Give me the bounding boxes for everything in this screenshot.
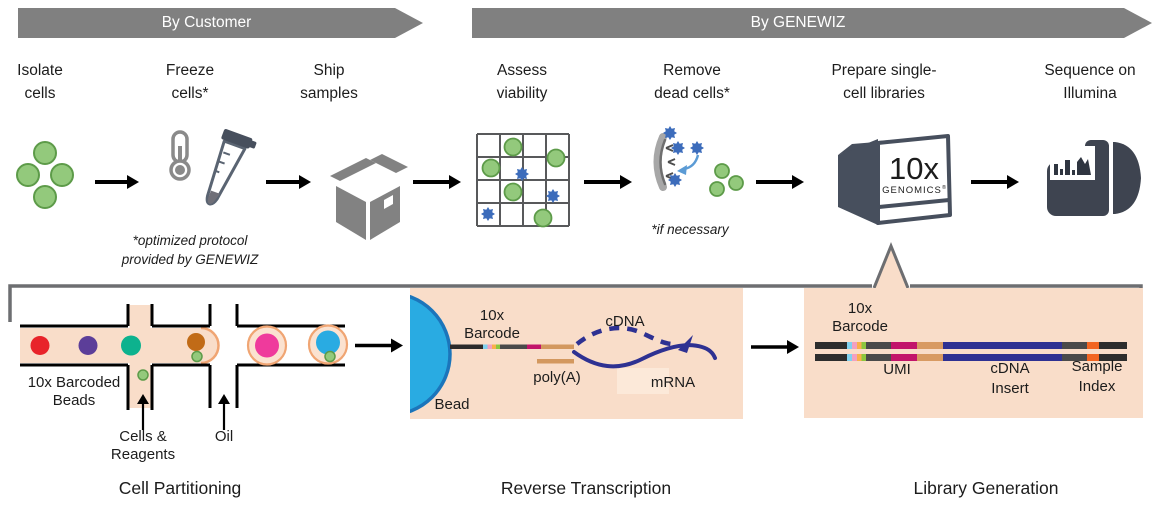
bead-purple xyxy=(78,336,98,355)
cell-green xyxy=(191,350,203,363)
label-cdna: cDNA xyxy=(605,313,644,330)
polya-tail xyxy=(537,359,574,364)
step-label: Isolate xyxy=(17,62,63,79)
microtube-icon xyxy=(205,129,257,206)
cell-green xyxy=(324,350,336,363)
label-umi: UMI xyxy=(883,361,911,378)
tenx-logo-text: 10x xyxy=(889,151,939,186)
step-label: Sequence on xyxy=(1044,62,1136,79)
label-cdna-insert: cDNA xyxy=(990,360,1029,377)
note-line: provided by GENEWIZ xyxy=(121,252,259,267)
label-barcoded-beads: 10x Barcoded xyxy=(28,374,121,391)
arrow-4-icon xyxy=(584,175,632,188)
bead-oligo xyxy=(450,344,574,349)
bead-orange xyxy=(187,333,205,351)
caption-cell-partitioning: Cell Partitioning xyxy=(119,478,242,498)
step-label: cells* xyxy=(171,85,209,102)
step-prepare-libraries: Prepare single- cell libraries xyxy=(804,59,964,105)
label-cdna-insert: Insert xyxy=(991,380,1029,397)
thermometer-icon xyxy=(169,130,191,181)
package-box-icon xyxy=(330,154,408,240)
label-sample-index: Sample xyxy=(1072,358,1123,375)
dead-cell-removal-icon xyxy=(653,126,744,197)
step-label: cells xyxy=(24,85,56,102)
cell-green xyxy=(137,369,149,381)
note-line: *optimized protocol xyxy=(132,233,248,248)
thermometer-tube-icon xyxy=(169,129,257,206)
banner-by-genewiz-label: By GENEWIZ xyxy=(750,14,846,31)
caption-reverse-transcription: Reverse Transcription xyxy=(501,478,671,498)
arrow-6-icon xyxy=(971,175,1019,188)
step-freeze-cells: Freeze cells* xyxy=(110,59,270,105)
arrow-1-icon xyxy=(95,175,139,188)
label-10x-barcode: Barcode xyxy=(464,325,520,342)
step-label: Illumina xyxy=(1063,85,1117,102)
arrow-5-icon xyxy=(756,175,804,188)
cdna-arrowhead-icon xyxy=(678,335,693,353)
step-sequence-illumina: Sequence on Illumina xyxy=(1010,59,1164,105)
label-sample-index: Index xyxy=(1079,378,1116,395)
gel-bead xyxy=(410,294,452,414)
step-label: cell libraries xyxy=(843,85,925,102)
tenx-instrument-icon: 10x GENOMICS ® xyxy=(838,134,952,225)
banner-by-customer-label: By Customer xyxy=(161,14,252,31)
step-label: Ship xyxy=(313,62,345,79)
bead-red xyxy=(30,336,50,355)
label-oil: Oil xyxy=(215,428,233,445)
arrow-3-icon xyxy=(413,175,461,188)
bead-pink xyxy=(255,333,279,358)
step-assess-viability: Assess viability xyxy=(442,59,602,105)
label-polya: poly(A) xyxy=(533,369,581,386)
tenx-logo-subtext: GENOMICS xyxy=(882,185,942,196)
step-label: Prepare single- xyxy=(831,62,937,79)
note-line: *if necessary xyxy=(651,222,729,237)
step-label: dead cells* xyxy=(654,85,730,102)
label-cells-reagents: Reagents xyxy=(111,446,175,463)
mrna-strand xyxy=(572,343,717,369)
bead-blue xyxy=(316,330,340,355)
label-10x-barcode: Barcode xyxy=(832,318,888,335)
bottom-diagram: 10x Barcoded Beads Cells & Reagents Oil … xyxy=(8,242,1143,498)
callout-triangle xyxy=(872,242,910,289)
cell-partitioning-diagram: 10x Barcoded Beads Cells & Reagents Oil … xyxy=(20,304,403,498)
step-label: Freeze xyxy=(165,62,215,79)
antibody-icon xyxy=(665,144,676,180)
step-ship-samples: Ship samples xyxy=(249,59,409,105)
cdna-strand xyxy=(575,325,677,347)
label-barcoded-beads: Beads xyxy=(53,392,96,409)
step-remove-dead-cells: Remove dead cells* xyxy=(612,59,772,105)
step-isolate-cells: Isolate cells xyxy=(0,59,120,105)
label-10x-barcode: 10x xyxy=(848,300,873,317)
caption-library-generation: Library Generation xyxy=(914,478,1059,498)
green-cells-icon xyxy=(16,141,74,209)
label-bead: Bead xyxy=(434,396,469,413)
arrow-2-icon xyxy=(266,175,311,188)
note-optimized-protocol: *optimized protocol provided by GENEWIZ xyxy=(80,231,300,269)
banner-by-genewiz: By GENEWIZ xyxy=(472,8,1152,38)
step-label: Assess xyxy=(497,62,547,79)
step-label: Remove xyxy=(663,62,721,79)
label-cells-reagents: Cells & xyxy=(119,428,167,445)
tenx-logo-mark: ® xyxy=(942,184,946,191)
viability-grid-icon xyxy=(476,133,570,228)
bead-teal xyxy=(121,335,141,356)
illumina-sequencer-icon xyxy=(1047,140,1141,216)
library-generation-diagram: 10x Barcode UMI cDNA Insert Sample Index… xyxy=(804,288,1143,498)
label-10x-barcode: 10x xyxy=(480,307,505,324)
step-label: viability xyxy=(496,85,548,102)
banner-by-customer: By Customer xyxy=(18,8,423,38)
label-mrna: mRNA xyxy=(651,374,695,391)
note-if-necessary: *if necessary xyxy=(610,220,770,239)
step-label: samples xyxy=(300,85,358,102)
reverse-transcription-diagram: 10x Barcode cDNA poly(A) mRNA Bead Rever… xyxy=(410,288,743,498)
